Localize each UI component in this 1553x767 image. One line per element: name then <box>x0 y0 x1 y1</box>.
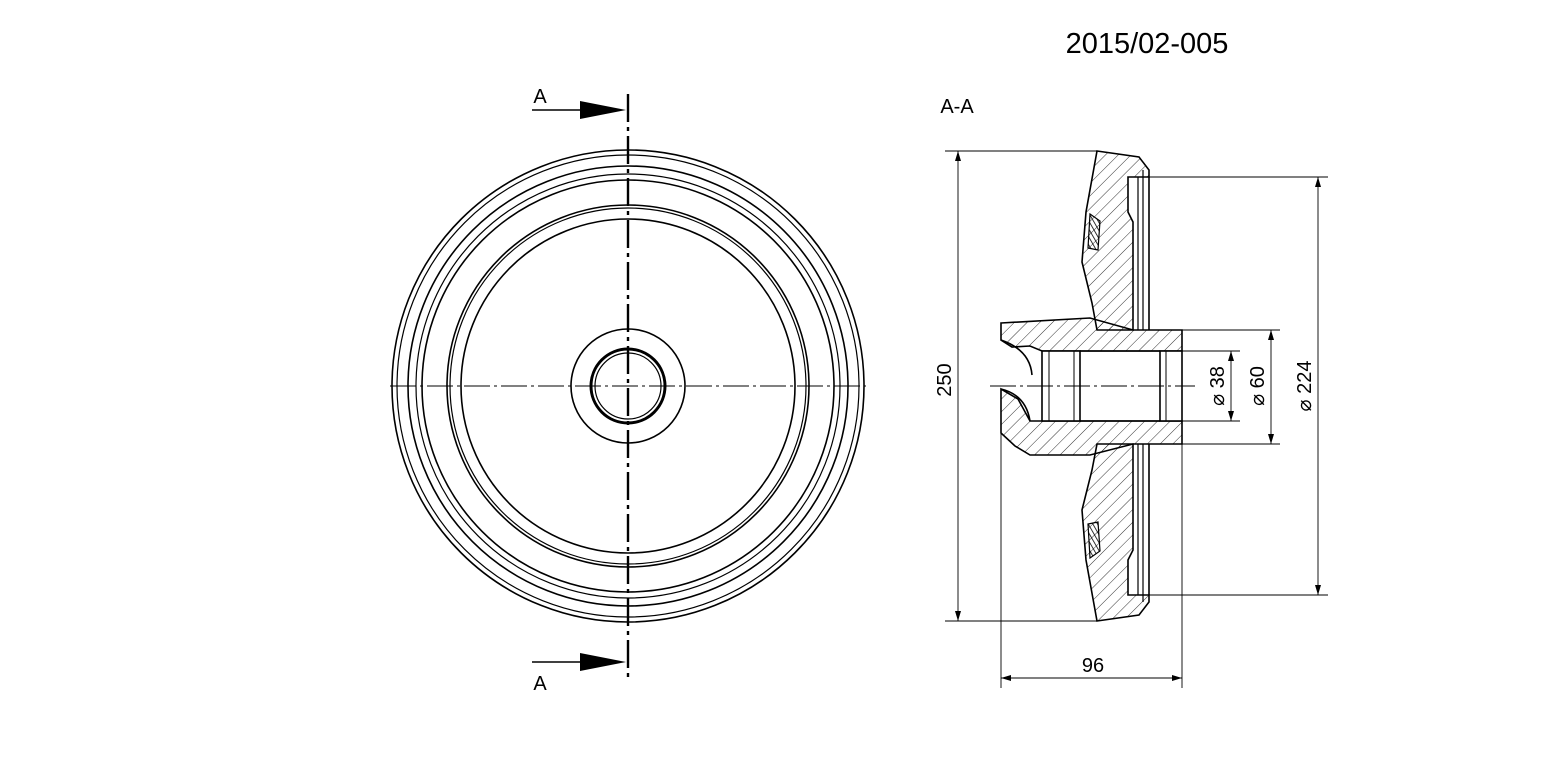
section-view <box>1000 150 1183 622</box>
dim-tire-diameter: ⌀ 224 <box>1294 361 1316 412</box>
section-marker-bottom: A <box>533 673 547 695</box>
dim-hub-diameter: ⌀ 60 <box>1247 366 1269 406</box>
dim-hub-width: 96 <box>1082 655 1104 677</box>
section-marker-top: A <box>533 86 547 108</box>
hub-cone <box>1000 339 1033 376</box>
section-title: A-A <box>940 96 974 118</box>
dim-bore-diameter: ⌀ 38 <box>1207 366 1229 406</box>
section-arrow-top <box>532 101 626 119</box>
dimension-lines <box>945 150 1328 688</box>
tire-section-top <box>1081 150 1150 331</box>
drawing-number: 2015/02-005 <box>1066 28 1229 60</box>
dim-outer-diameter: 250 <box>934 363 956 396</box>
rim-circle <box>460 218 796 554</box>
hub-section-top <box>1000 317 1183 352</box>
hub-section-bottom <box>1000 387 1183 456</box>
section-arrow-bottom <box>532 653 626 671</box>
rubber-insert-top <box>1087 212 1101 251</box>
tire-section-bottom <box>1081 443 1150 622</box>
rubber-insert-bottom <box>1087 521 1101 560</box>
